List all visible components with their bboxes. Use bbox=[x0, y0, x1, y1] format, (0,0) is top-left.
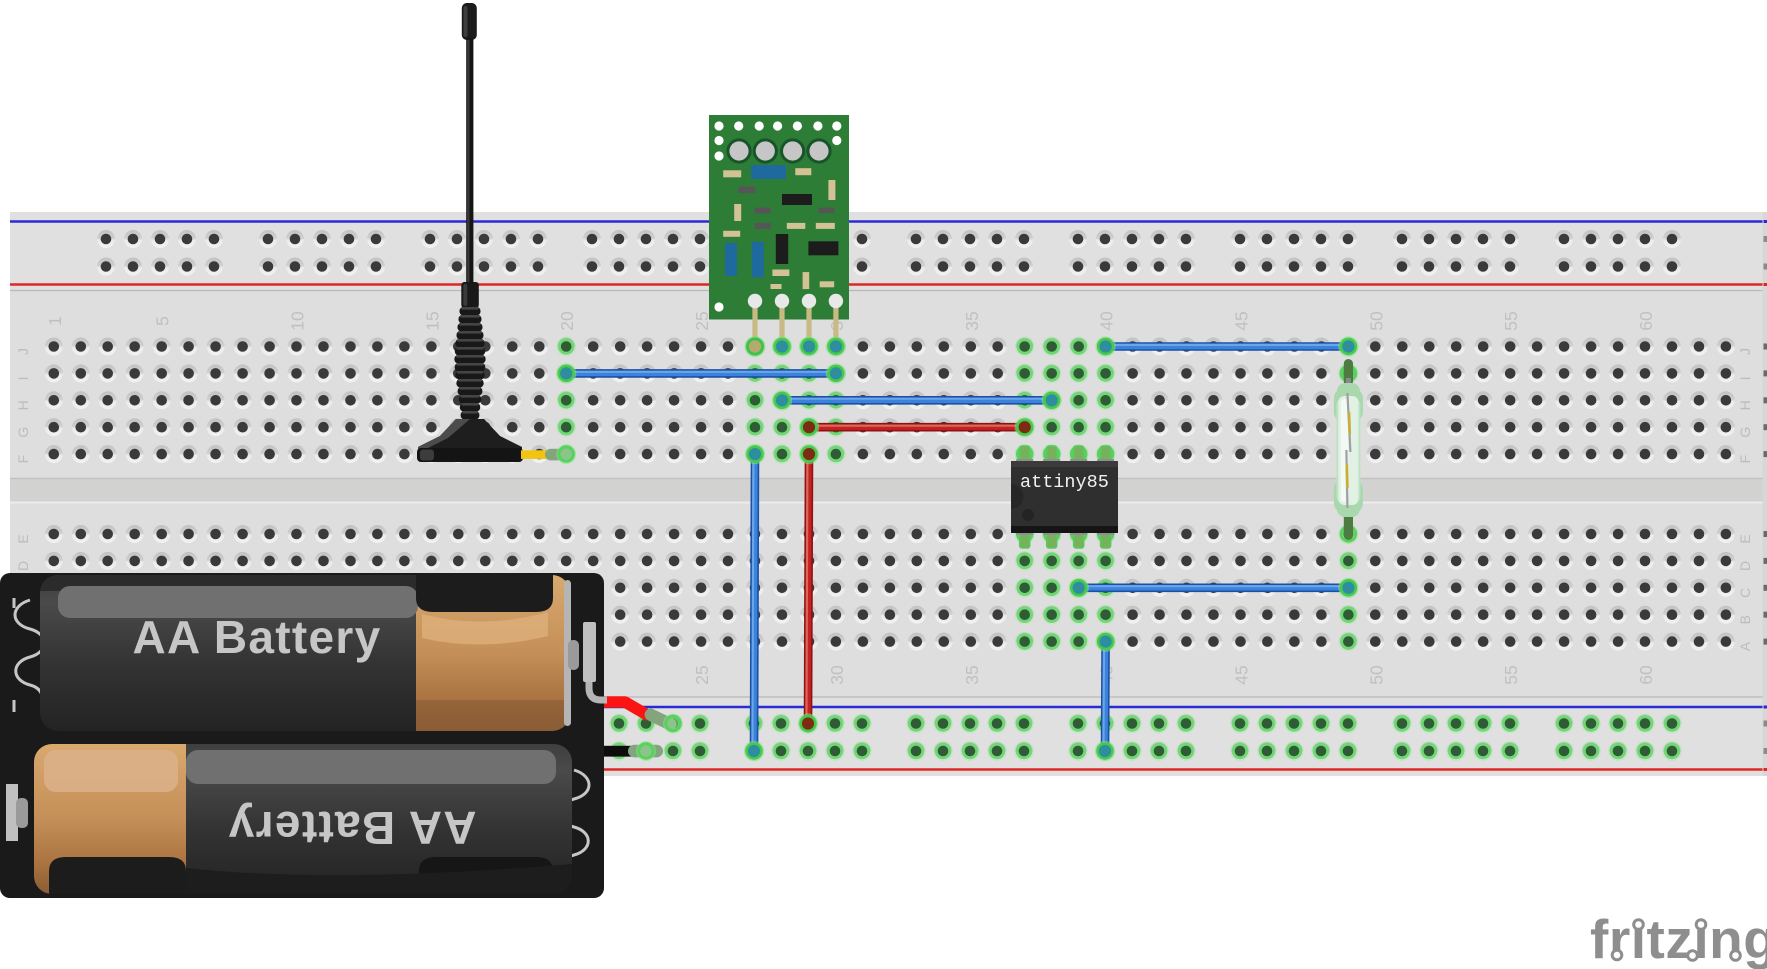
svg-text:AA Battery: AA Battery bbox=[227, 802, 476, 854]
svg-text:60: 60 bbox=[1636, 311, 1656, 331]
svg-text:F: F bbox=[15, 455, 31, 464]
svg-text:I: I bbox=[15, 376, 31, 380]
svg-text:B: B bbox=[1737, 615, 1753, 624]
svg-text:25: 25 bbox=[692, 311, 712, 330]
svg-text:35: 35 bbox=[962, 665, 982, 684]
svg-text:50: 50 bbox=[1366, 665, 1386, 685]
svg-text:H: H bbox=[1737, 400, 1753, 410]
svg-text:H: H bbox=[15, 400, 31, 410]
svg-text:60: 60 bbox=[1636, 665, 1656, 685]
svg-text:G: G bbox=[15, 427, 31, 438]
svg-text:30: 30 bbox=[827, 665, 847, 685]
svg-text:attiny85: attiny85 bbox=[1020, 472, 1109, 493]
svg-text:45: 45 bbox=[1232, 665, 1252, 684]
svg-text:D: D bbox=[1737, 561, 1753, 571]
svg-text:1: 1 bbox=[45, 316, 65, 326]
svg-text:F: F bbox=[1737, 455, 1753, 464]
svg-text:A: A bbox=[1737, 641, 1753, 651]
svg-text:I: I bbox=[1737, 376, 1753, 380]
svg-text:40: 40 bbox=[1097, 311, 1117, 331]
svg-text:35: 35 bbox=[962, 311, 982, 330]
svg-text:J: J bbox=[15, 348, 31, 355]
svg-text:E: E bbox=[1737, 534, 1753, 543]
svg-text:20: 20 bbox=[557, 311, 577, 331]
svg-text:5: 5 bbox=[153, 316, 173, 326]
svg-text:D: D bbox=[15, 561, 31, 571]
svg-text:55: 55 bbox=[1501, 665, 1521, 684]
svg-text:25: 25 bbox=[692, 665, 712, 684]
svg-text:AA Battery: AA Battery bbox=[132, 611, 381, 663]
svg-text:J: J bbox=[1737, 348, 1753, 355]
svg-text:C: C bbox=[1737, 588, 1753, 598]
svg-text:E: E bbox=[15, 534, 31, 543]
svg-text:15: 15 bbox=[422, 311, 442, 330]
svg-text:G: G bbox=[1737, 427, 1753, 438]
svg-text:45: 45 bbox=[1232, 311, 1252, 330]
svg-text:10: 10 bbox=[288, 311, 308, 331]
svg-text:50: 50 bbox=[1366, 311, 1386, 331]
svg-text:55: 55 bbox=[1501, 311, 1521, 330]
